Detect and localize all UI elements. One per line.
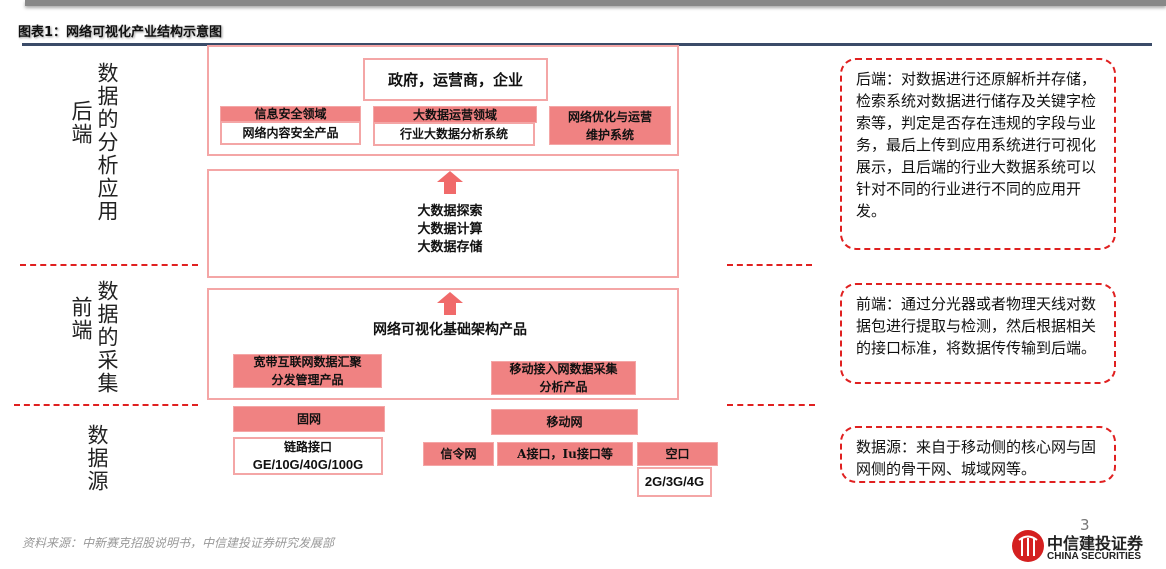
mobile-collect-box: 移动接入网数据采集分析产品	[491, 361, 636, 395]
title-rule	[22, 43, 1152, 46]
platform-line: 大数据存储	[417, 240, 483, 255]
arrow-up-shaft	[444, 182, 456, 194]
mobile-net-box: 移动网	[491, 409, 638, 435]
frontend-title: 网络可视化基础架构产品	[373, 322, 527, 338]
fixed-speeds: GE/10G/40G/100G	[252, 457, 364, 472]
fixed-iface-label: 链路接口	[283, 440, 332, 454]
bigdata-item: 行业大数据分析系统	[373, 122, 535, 146]
arrow-up-icon	[437, 171, 463, 182]
logo-icon	[1012, 530, 1044, 562]
logo-text-en: CHINA SECURITIES	[1047, 551, 1142, 562]
fixed-net-box: 固网	[233, 406, 385, 432]
arrow-up-icon	[437, 292, 463, 303]
label-backend-side: 后端	[69, 100, 93, 146]
logo-text-cn: 中信建投证券	[1047, 534, 1144, 553]
platform-line: 大数据探索	[417, 204, 483, 219]
arrow-up-shaft	[444, 303, 456, 315]
clients-box: 政府，运营商，企业	[363, 58, 548, 101]
figure-title: 图表1：网络可视化产业结构示意图	[18, 25, 223, 40]
platform-box	[207, 169, 679, 278]
frontend-note: 前端：通过分光器或者物理天线对数据包进行提取与检测，然后根据相关的接口标准，将数…	[840, 283, 1116, 384]
source-note: 数据源：来自于移动侧的核心网与固网侧的骨干网、城域网等。	[840, 426, 1116, 483]
broadband-box: 宽带互联网数据汇聚分发管理产品	[233, 354, 382, 388]
label-frontend-side: 前端	[69, 296, 93, 342]
divider	[727, 264, 812, 266]
page-number: 3	[1080, 516, 1090, 534]
info-sec-header: 信息安全领域	[220, 106, 361, 122]
divider	[20, 264, 198, 266]
footer-source: 资料来源：中新赛克招股说明书，中信建投证券研究发展部	[22, 536, 335, 550]
netopt-box: 网络优化与运营维护系统	[549, 106, 671, 145]
fixed-iface-box: 链路接口 GE/10G/40G/100G	[233, 437, 383, 475]
label-backend-main: 数据的分析应用	[95, 62, 119, 223]
divider	[14, 404, 198, 406]
info-sec-item: 网络内容安全产品	[220, 121, 361, 145]
divider	[727, 404, 815, 406]
air-gen-box: 2G/3G/4G	[637, 467, 712, 497]
bigdata-header: 大数据运营领域	[373, 106, 537, 123]
air-iface-box: 空口	[637, 442, 718, 466]
platform-line: 大数据计算	[417, 222, 483, 237]
label-frontend-main: 数据的采集	[95, 280, 119, 395]
signaling-box: 信令网	[423, 442, 494, 466]
label-source: 数据源	[85, 424, 109, 493]
top-bar	[25, 0, 1166, 6]
a-iface-box: A接口，Iu接口等	[497, 442, 633, 466]
backend-note: 后端：对数据进行还原解析并存储，检索系统对数据进行储存及关键字检索等，判定是否存…	[840, 58, 1116, 250]
